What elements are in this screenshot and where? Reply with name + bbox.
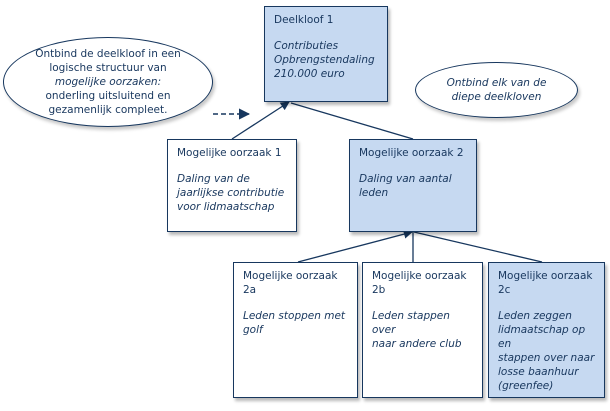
- node-cause-2b-title: Mogelijke oorzaak 2b: [372, 270, 467, 296]
- node-cause-2b-desc: Leden stappen over naar andere club: [372, 310, 462, 350]
- connector-cause2-to-root: [290, 102, 414, 140]
- node-root-deelkloof-1: Deelkloof 1 Contributies Opbrengstendali…: [264, 6, 388, 102]
- node-cause-2: Mogelijke oorzaak 2 Daling van aantal le…: [349, 139, 477, 232]
- node-cause-2a: Mogelijke oorzaak 2a Leden stoppen met g…: [233, 262, 358, 398]
- node-cause-2c-desc: Leden zeggen lidmaatschap op en stappen …: [498, 310, 595, 392]
- node-cause-2c: Mogelijke oorzaak 2c Leden zeggen lidmaa…: [488, 262, 605, 398]
- note-left-line-3: mogelijke oorzaken:: [54, 76, 162, 88]
- node-root-desc: Contributies Opbrengstendaling 210.000 e…: [274, 40, 375, 80]
- node-cause-1-desc: Daling van de jaarlijkse contributie voo…: [177, 173, 285, 213]
- note-left-line-5: gezamenlijk compleet.: [48, 104, 168, 116]
- node-cause-1-title: Mogelijke oorzaak 1: [177, 147, 282, 159]
- node-cause-2-desc: Daling van aantal leden: [359, 173, 452, 199]
- connector-cause1-to-root: [231, 101, 290, 140]
- note-left-line-2: logische structuur van: [49, 62, 167, 74]
- node-root-title: Deelkloof 1: [274, 14, 334, 26]
- note-right-bubble: Ontbind elk van de diepe deelkloven: [415, 62, 578, 118]
- node-cause-2b: Mogelijke oorzaak 2b Leden stappen over …: [362, 262, 483, 398]
- note-left-line-1: Ontbind de deelkloof in een: [35, 48, 181, 60]
- node-cause-2-title: Mogelijke oorzaak 2: [359, 147, 464, 159]
- connector-cause2c-to-cause2: [413, 231, 543, 263]
- note-left-bubble: Ontbind de deelkloof in een logische str…: [3, 37, 213, 127]
- node-cause-2c-title: Mogelijke oorzaak 2c: [498, 270, 593, 296]
- note-right-line-1: Ontbind elk van de: [446, 77, 547, 89]
- node-cause-2a-desc: Leden stoppen met golf: [243, 310, 346, 336]
- node-cause-1: Mogelijke oorzaak 1 Daling van de jaarli…: [167, 139, 297, 232]
- node-cause-2a-title: Mogelijke oorzaak 2a: [243, 270, 338, 296]
- note-right-line-2: diepe deelkloven: [451, 91, 542, 103]
- note-left-line-4: onderling uitsluitend en: [45, 90, 171, 102]
- connector-cause2a-to-cause2: [297, 229, 413, 263]
